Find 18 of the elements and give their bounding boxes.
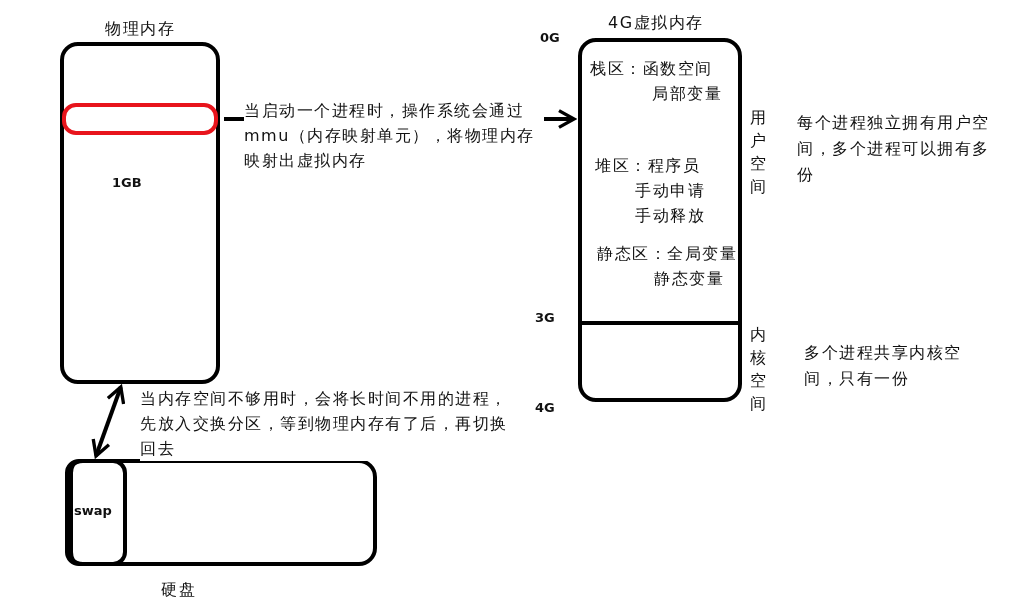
swap-box [65,459,127,566]
box-heading: 硬盘 [161,579,196,601]
region-text: 栈区：函数空间局部变量 [590,58,722,105]
scale-label: 4G [535,400,555,415]
region-text: 堆区：程序员手动申请手动释放 [595,155,705,227]
scale-label: 0G [540,30,560,45]
box-label: swap [74,502,112,520]
scale-label: 3G [535,310,555,325]
highlight-band [62,103,218,135]
region-text: 静态区：全局变量静态变量 [597,243,737,290]
note-text: 多个进程共享内核空间，只有一份 [804,342,963,390]
size-label: 1GB [112,174,142,192]
box-heading: 4G虚拟内存 [608,12,704,34]
vertical-label: 用户空间 [750,107,768,198]
vertical-label: 内核空间 [750,324,768,415]
arrow [91,385,126,458]
note-text: 每个进程独立拥有用户空间，多个进程可以拥有多份 [797,112,991,186]
box-heading: 物理内存 [105,18,175,40]
